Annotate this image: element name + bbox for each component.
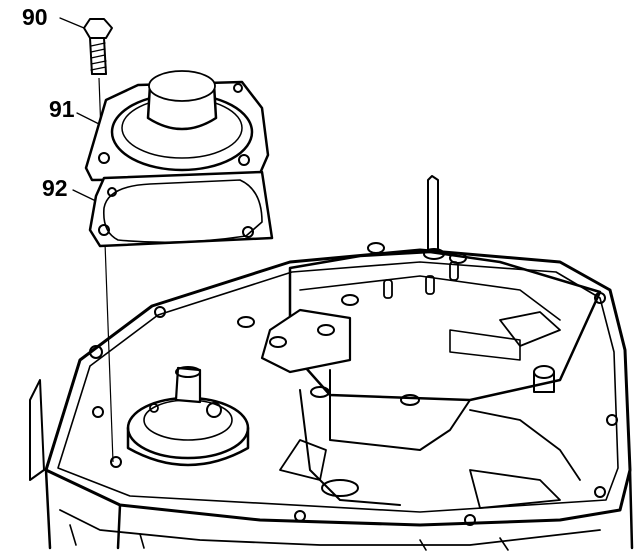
transmission-case: [29, 248, 634, 551]
callout-label-90: 90: [22, 4, 48, 30]
callout-label-92: 92: [42, 175, 68, 201]
accumulator-bore: [126, 366, 250, 467]
valve-body: [237, 175, 602, 509]
gasket-part-92: [88, 170, 274, 248]
accumulator-cover-part-91: [84, 70, 270, 182]
bolt-part-90: [83, 18, 113, 75]
callout-label-91: 91: [49, 96, 75, 122]
